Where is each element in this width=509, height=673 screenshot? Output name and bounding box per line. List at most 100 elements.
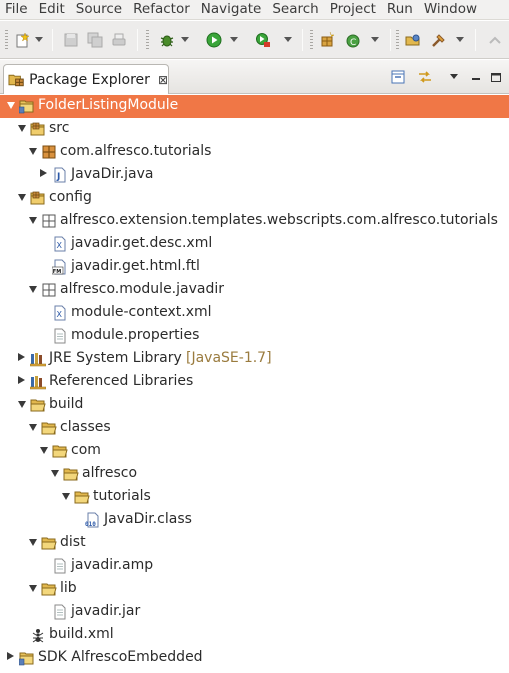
text-file-icon bbox=[52, 558, 68, 574]
tree-item[interactable]: src bbox=[0, 118, 509, 141]
expanded-arrow-icon[interactable] bbox=[29, 217, 37, 224]
tab-package-explorer[interactable]: Package Explorer ⊠ bbox=[3, 64, 169, 94]
tree-item[interactable]: com.alfresco.tutorials bbox=[0, 141, 509, 164]
tree-item[interactable]: javadir.jar bbox=[0, 601, 509, 624]
toolbar-grip[interactable] bbox=[5, 30, 8, 50]
maximize-icon[interactable] bbox=[487, 68, 505, 86]
tree-item-label: lib bbox=[60, 580, 77, 596]
tree-item-label: classes bbox=[60, 419, 111, 435]
tree-item[interactable]: classes bbox=[0, 417, 509, 440]
view-menu-icon[interactable] bbox=[445, 68, 463, 86]
tree-item-label: build bbox=[49, 396, 84, 412]
tree-item[interactable]: alfresco bbox=[0, 463, 509, 486]
external-tools-icon[interactable] bbox=[254, 31, 272, 49]
tree-item[interactable]: Referenced Libraries bbox=[0, 371, 509, 394]
minimize-icon[interactable] bbox=[467, 68, 485, 86]
new-class-dropdown-icon[interactable] bbox=[371, 37, 379, 42]
collapse-all-icon[interactable] bbox=[389, 68, 407, 86]
tree-item-label: JavaDir.class bbox=[104, 511, 192, 527]
toolbar-separator bbox=[475, 29, 476, 51]
close-icon[interactable]: ⊠ bbox=[157, 72, 168, 87]
collapsed-arrow-icon[interactable] bbox=[7, 652, 14, 660]
search-icon[interactable] bbox=[430, 31, 448, 49]
toolbar-grip[interactable] bbox=[396, 30, 399, 50]
tree-item[interactable]: FolderListingModule bbox=[0, 95, 509, 118]
folder-icon bbox=[63, 466, 79, 482]
menu-file[interactable]: File bbox=[5, 0, 28, 17]
save-icon[interactable] bbox=[62, 31, 80, 49]
save-all-icon[interactable] bbox=[86, 31, 104, 49]
tree-item-label: dist bbox=[60, 534, 86, 550]
run-dropdown-icon[interactable] bbox=[230, 37, 238, 42]
project-icon bbox=[18, 650, 35, 666]
new-class-icon[interactable]: C bbox=[344, 31, 362, 49]
expanded-arrow-icon[interactable] bbox=[29, 148, 37, 155]
tree-item[interactable]: lib bbox=[0, 578, 509, 601]
tree-item-label: javadir.amp bbox=[71, 557, 154, 573]
tree-item[interactable]: build bbox=[0, 394, 509, 417]
expanded-arrow-icon[interactable] bbox=[29, 539, 37, 546]
menu-run[interactable]: Run bbox=[386, 0, 413, 17]
expanded-arrow-icon[interactable] bbox=[40, 447, 48, 454]
expanded-arrow-icon[interactable] bbox=[29, 286, 37, 293]
collapsed-arrow-icon[interactable] bbox=[18, 376, 25, 384]
new-dropdown-icon[interactable] bbox=[35, 37, 43, 42]
next-annotation-icon[interactable] bbox=[486, 31, 504, 49]
new-icon[interactable] bbox=[14, 31, 32, 49]
collapsed-arrow-icon[interactable] bbox=[18, 353, 25, 361]
open-type-icon[interactable] bbox=[404, 31, 422, 49]
tree-item[interactable]: com bbox=[0, 440, 509, 463]
tree-item[interactable]: alfresco.module.javadir bbox=[0, 279, 509, 302]
menu-search[interactable]: Search bbox=[272, 0, 319, 17]
tree-item[interactable]: alfresco.extension.templates.webscripts.… bbox=[0, 210, 509, 233]
expanded-arrow-icon[interactable] bbox=[18, 194, 26, 201]
new-java-package-icon[interactable] bbox=[318, 31, 336, 49]
tree-item[interactable]: module.properties bbox=[0, 325, 509, 348]
menu-project[interactable]: Project bbox=[329, 0, 376, 17]
expanded-arrow-icon[interactable] bbox=[7, 102, 15, 109]
print-icon[interactable] bbox=[110, 31, 128, 49]
menu-source[interactable]: Source bbox=[75, 0, 123, 17]
library-icon bbox=[29, 374, 47, 390]
run-icon[interactable] bbox=[205, 31, 223, 49]
menu-navigate[interactable]: Navigate bbox=[200, 0, 262, 17]
expanded-arrow-icon[interactable] bbox=[18, 125, 26, 132]
link-with-editor-icon[interactable] bbox=[416, 68, 434, 86]
menu-window[interactable]: Window bbox=[423, 0, 478, 17]
tree-item[interactable]: SDK AlfrescoEmbedded bbox=[0, 647, 509, 670]
tree-item[interactable]: tutorials bbox=[0, 486, 509, 509]
expanded-arrow-icon[interactable] bbox=[29, 424, 37, 431]
expanded-arrow-icon[interactable] bbox=[62, 493, 70, 500]
toolbar-grip[interactable] bbox=[146, 30, 149, 50]
empty-package-icon bbox=[41, 282, 57, 298]
empty-package-icon bbox=[41, 213, 57, 229]
expanded-arrow-icon[interactable] bbox=[29, 585, 37, 592]
java-file-icon: J bbox=[52, 167, 68, 183]
menu-edit[interactable]: Edit bbox=[38, 0, 65, 17]
tree-item[interactable]: dist bbox=[0, 532, 509, 555]
tree-item[interactable]: javadir.amp bbox=[0, 555, 509, 578]
expanded-arrow-icon[interactable] bbox=[18, 401, 26, 408]
tree-item[interactable]: config bbox=[0, 187, 509, 210]
expanded-arrow-icon[interactable] bbox=[51, 470, 59, 477]
tree-item-label: alfresco.extension.templates.webscripts.… bbox=[60, 212, 498, 228]
tree-item-label: tutorials bbox=[93, 488, 151, 504]
tree-item[interactable]: build.xml bbox=[0, 624, 509, 647]
debug-dropdown-icon[interactable] bbox=[181, 37, 189, 42]
folder-icon bbox=[30, 397, 46, 413]
search-dropdown-icon[interactable] bbox=[456, 37, 464, 42]
debug-icon[interactable] bbox=[158, 31, 176, 49]
source-folder-icon bbox=[30, 121, 46, 137]
toolbar-grip[interactable] bbox=[310, 30, 313, 50]
menu-refactor[interactable]: Refactor bbox=[133, 0, 190, 17]
collapsed-arrow-icon[interactable] bbox=[40, 169, 47, 177]
tree-item-label: src bbox=[49, 120, 70, 136]
toolbar-separator bbox=[390, 29, 391, 51]
tree-item[interactable]: JRE System Library[JavaSE-1.7] bbox=[0, 348, 509, 371]
external-tools-dropdown-icon[interactable] bbox=[284, 37, 292, 42]
